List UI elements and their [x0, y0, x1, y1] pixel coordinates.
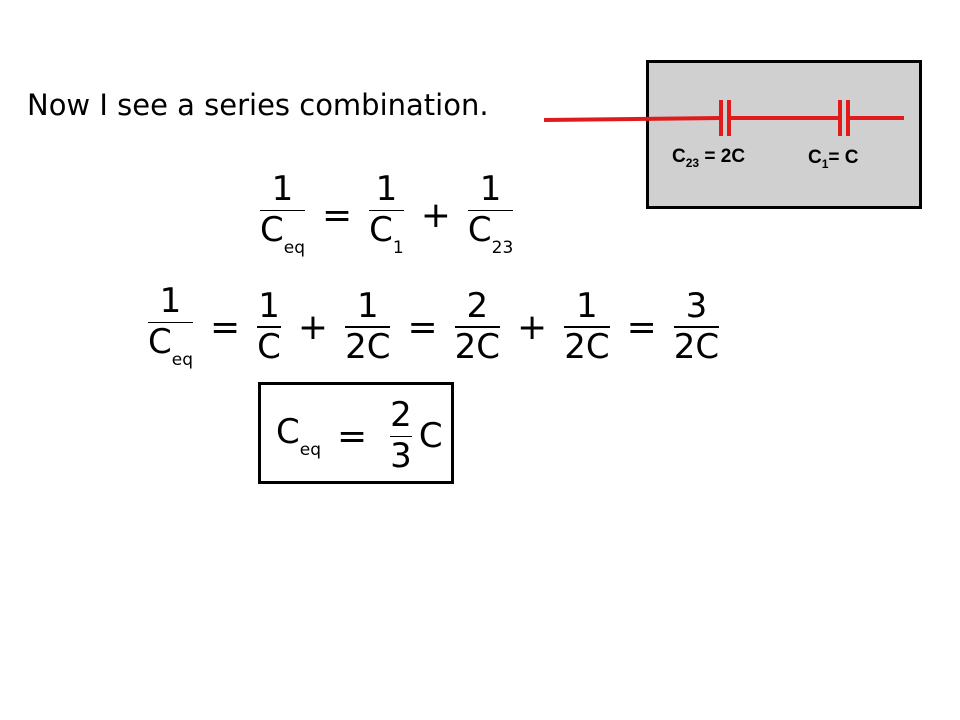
den-subscript: 1 [392, 238, 404, 259]
fraction-term: 1 2C [338, 285, 397, 367]
result-box [258, 382, 454, 484]
numerator: 1 [159, 281, 182, 321]
den-main: C [148, 322, 172, 363]
equals-sign: = [407, 306, 438, 348]
equation-result: Ceq = 2 3 C [276, 395, 443, 477]
circuit-panel [646, 60, 922, 209]
fraction-bar [454, 326, 501, 328]
numerator: 2 [466, 285, 489, 326]
fraction-c1: 1 C1 [362, 169, 411, 259]
fraction-bar [564, 326, 610, 328]
fraction-bar [467, 209, 514, 212]
numerator: 3 [685, 285, 708, 326]
wire-left [543, 116, 723, 122]
label-c1: C1= C [808, 147, 859, 171]
plus-sign: + [297, 306, 329, 348]
numerator: 1 [576, 285, 598, 326]
plus-sign: + [517, 306, 548, 348]
c23-subscript: 23 [685, 156, 700, 170]
numerator: 1 [479, 169, 502, 209]
c1-main: C [808, 147, 822, 168]
numerator: 1 [375, 169, 398, 209]
equals-sign: = [337, 415, 368, 457]
label-c23: C23 = 2C [672, 146, 745, 170]
denominator: Ceq [148, 322, 193, 371]
den-subscript: eq [283, 238, 305, 259]
capacitor-c23 [719, 100, 731, 136]
fraction-bar [369, 209, 404, 212]
den-subscript: 23 [491, 238, 514, 259]
result-lhs: Ceq [276, 412, 321, 460]
numerator: 2 [390, 395, 412, 435]
fraction-result: 3 2C [667, 285, 726, 367]
c23-value: = 2C [699, 146, 746, 167]
heading-text: Now I see a series combination. [27, 88, 489, 122]
denominator: 2C [564, 326, 610, 367]
fraction-bar [390, 435, 412, 438]
den-subscript: eq [171, 350, 193, 371]
c23-main: C [672, 146, 686, 167]
denominator: 2C [345, 326, 391, 367]
numerator: 1 [356, 285, 379, 326]
fraction-term: 1 2C [557, 285, 616, 367]
capacitor-c1 [838, 100, 850, 136]
fraction-lhs: 1 Ceq [253, 169, 312, 259]
fraction-bar [345, 326, 391, 328]
lhs-main: C [276, 412, 300, 453]
equals-sign: = [322, 194, 353, 236]
denominator: Ceq [260, 210, 305, 259]
equals-sign: = [626, 306, 657, 348]
den-main: C [260, 210, 284, 251]
denominator: 2C [454, 326, 501, 367]
fraction-c23: 1 C23 [461, 169, 520, 259]
numerator: 1 [271, 169, 294, 209]
equals-sign: = [210, 306, 241, 348]
denominator: C1 [369, 210, 404, 259]
denominator: C23 [467, 210, 514, 259]
fraction-bar [260, 209, 305, 212]
c1-subscript: 1 [821, 157, 829, 171]
den-main: C [369, 210, 393, 251]
equation-series-formula: 1 Ceq = 1 C1 + 1 C23 [253, 169, 520, 259]
plus-sign: + [420, 194, 451, 236]
fraction-term: 1 C [250, 285, 288, 367]
wire-group [543, 116, 904, 122]
numerator: 1 [258, 285, 280, 326]
denominator: C [257, 326, 281, 367]
equation-substitution: 1 Ceq = 1 C + 1 2C = 2 2C + 1 2C = 3 2C [141, 281, 726, 371]
lhs-subscript: eq [299, 440, 321, 461]
fraction-bar [257, 326, 281, 328]
denominator: 2C [673, 326, 720, 367]
den-main: C [467, 210, 492, 251]
fraction-bar [673, 326, 720, 328]
fraction-lhs: 1 Ceq [141, 281, 200, 371]
fraction-two-thirds: 2 3 [383, 395, 419, 477]
result-tail: C [418, 416, 443, 457]
denominator: 3 [390, 436, 412, 477]
fraction-term: 2 2C [448, 285, 507, 367]
fraction-bar [148, 321, 193, 324]
c1-value: = C [828, 147, 859, 168]
